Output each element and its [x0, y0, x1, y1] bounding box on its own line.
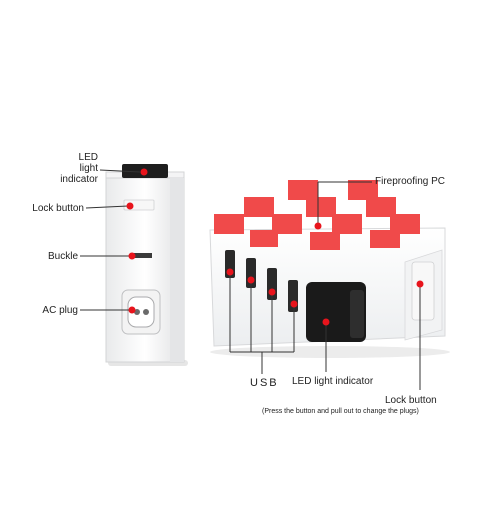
checker-tile — [370, 230, 400, 248]
red-dot-marker-icon — [268, 288, 276, 296]
side-view-device — [105, 164, 188, 366]
red-dot-marker-icon — [322, 318, 330, 326]
label-ac-plug: AC plug — [42, 305, 78, 316]
label-lock-button-front: Lock button — [385, 395, 437, 406]
checker-tile — [310, 232, 340, 250]
label-usb: USB — [250, 377, 279, 389]
red-dot-marker-icon — [126, 202, 134, 210]
led-panel-highlight — [350, 290, 364, 338]
checker-tile — [288, 180, 318, 200]
red-dot-marker-icon — [128, 252, 136, 260]
red-dot-marker-icon — [290, 300, 298, 308]
checker-tile — [348, 180, 378, 200]
checker-pattern — [214, 180, 420, 250]
label-led-indicator-front: LED light indicator — [292, 376, 374, 387]
red-dot-marker-icon — [226, 268, 234, 276]
red-dot-marker-icon — [128, 306, 136, 314]
label-led-line2: light — [79, 163, 98, 174]
checker-tile — [244, 197, 274, 217]
red-dot-marker-icon — [247, 276, 255, 284]
label-led-indicator-side: LED light indicator — [50, 152, 98, 185]
checker-tile — [214, 214, 244, 234]
checker-tile — [332, 214, 362, 234]
label-fireproofing-pc: Fireproofing PC — [375, 176, 446, 187]
label-buckle: Buckle — [47, 251, 78, 262]
checker-tile — [366, 197, 396, 217]
lock-button-front — [411, 261, 435, 321]
label-lock-button-note: (Press the button and pull out to change… — [262, 408, 419, 415]
red-dot-marker-icon — [314, 222, 322, 230]
red-dot-marker-icon — [416, 280, 424, 288]
checker-tile — [272, 214, 302, 234]
label-lock-button-side: Lock button — [32, 203, 84, 214]
checker-tile — [250, 230, 278, 247]
front-view-shadow — [210, 346, 450, 358]
checker-tile — [306, 197, 336, 217]
markers — [126, 168, 424, 326]
red-dot-marker-icon — [140, 168, 148, 176]
side-view-right-edge — [170, 178, 184, 362]
label-led-line3: indicator — [60, 174, 98, 185]
label-led-line1: LED — [78, 152, 98, 163]
leader-lines — [80, 169, 421, 390]
ac-inlet-icon — [121, 289, 161, 335]
front-view-device — [205, 180, 450, 358]
checker-tile — [390, 214, 420, 234]
buckle-slot — [130, 253, 152, 258]
